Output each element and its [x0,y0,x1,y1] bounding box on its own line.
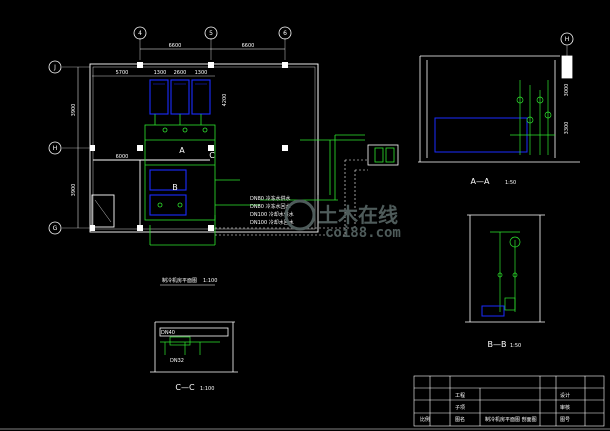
cooling-tower-plan [367,144,399,166]
pipe-note-1: DN80 冷冻水供水 [250,195,291,202]
tb-row-2: 子项 [455,404,465,411]
axis-label-j: J [53,64,56,71]
grid-axes: 4 5 6 J H G H [48,26,574,235]
bb-scale: 1:50 [510,343,521,349]
dim-top-2: 6600 [242,43,255,49]
columns [90,62,288,231]
cc-scale: 1:100 [200,386,214,392]
chiller-1 [149,79,169,115]
dim-sub-2: 1300 [154,70,167,76]
tb-drawing-name: 制冷机房平面图 剖面图 [485,416,537,423]
cc-note-2: DN32 [170,358,184,364]
axis-bubble-4 [133,26,147,40]
dimensions: 6600 6600 5700 1300 2600 1300 3900 3900 … [71,43,570,228]
dashed-pipes [215,159,368,236]
chiller-3 [191,79,211,115]
area-a-label: A [179,146,185,155]
axis-label-g: G [53,225,58,232]
pump-group-2 [149,194,187,216]
dim-sub-1: 5700 [116,70,129,76]
tb-right-2: 审核 [560,404,570,411]
area-c-label: C [209,151,215,160]
section-cc: DN40 DN32 C—C 1:100 [150,321,238,392]
dim-right-b: 3300 [564,122,570,135]
watermark-cn: 土木在线 [318,203,398,227]
cc-label: C—C [175,383,195,392]
axis-bubble-6 [278,26,292,40]
dim-top-1: 6600 [169,43,182,49]
plan-title: 制冷机房平面图 [162,277,197,284]
tb-right-3: 图号 [560,417,570,423]
pump-group-1 [149,169,187,191]
pipe-note-3: DN100 冷却水供水 [250,211,294,218]
aa-scale: 1:50 [505,180,516,186]
title-block: 工程 子项 图名 比例 制冷机房平面图 剖面图 设计 审核 图号 [413,375,605,427]
dim-right-a: 3000 [564,84,570,97]
tb-right-1: 设计 [560,392,570,399]
dim-sub-3: 2600 [174,70,187,76]
axis-label-h: H [53,145,58,152]
bb-label: B—B [488,340,507,349]
tb-row-1: 工程 [455,392,465,399]
section-aa: A—A 1:50 [418,55,580,186]
axis-bubble-j [48,60,62,74]
cc-note-1: DN40 [161,330,175,336]
dim-left-1: 3900 [71,104,77,117]
watermark-en: coi88.com [325,225,401,241]
axis-label-5: 5 [209,30,213,37]
pipe-note-4: DN100 冷却水回水 [250,219,294,226]
dim-right-c: 4200 [222,94,228,107]
axis-bubble-5 [204,26,218,40]
dim-left-2: 3900 [71,184,77,197]
axis-label-h-detail: H [565,36,570,43]
aa-label: A—A [471,177,490,186]
axis-label-6: 6 [283,30,287,37]
axis-bubble-h [48,141,62,155]
plan-labels: A B C DN80 冷冻水供水 DN80 冷冻水回水 DN100 冷却水供水 … [160,146,294,286]
tb-row-4: 比例 [420,416,430,423]
area-b-label: B [172,183,178,192]
dim-sub-4: 1300 [195,70,208,76]
plan-scale: 1:100 [203,278,217,284]
watermark: 土木在线 coi88.com [284,199,401,241]
axis-label-4: 4 [138,30,142,37]
axis-bubble-g [48,221,62,235]
section-bb: B—B 1:50 [465,214,545,349]
tb-row-3: 图名 [455,416,465,423]
dim-mid-left: 6000 [116,154,129,160]
pipe-note-2: DN80 冷冻水回水 [250,203,291,210]
chiller-2 [170,79,190,115]
